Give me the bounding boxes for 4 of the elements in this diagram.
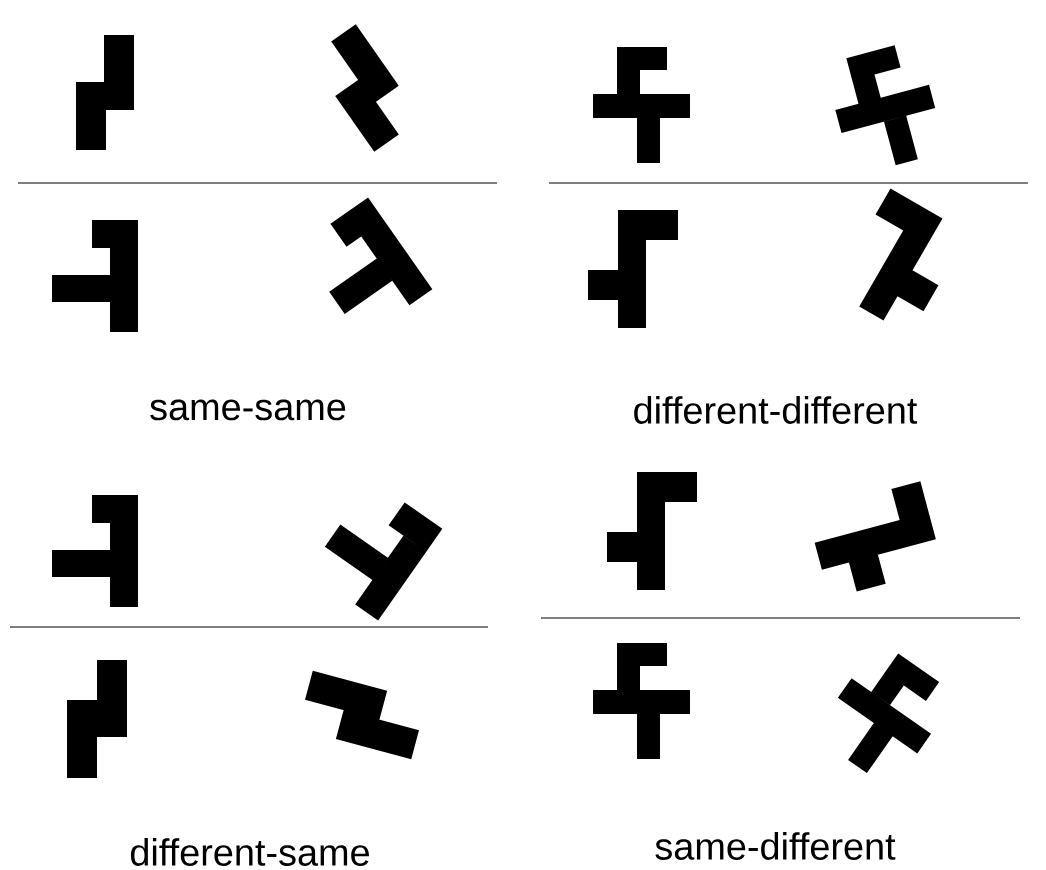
condition-label: same-same — [150, 399, 346, 421]
condition-label: same-different — [655, 832, 896, 860]
condition-label: different-same — [130, 838, 369, 866]
condition-label: different-different — [634, 396, 918, 424]
